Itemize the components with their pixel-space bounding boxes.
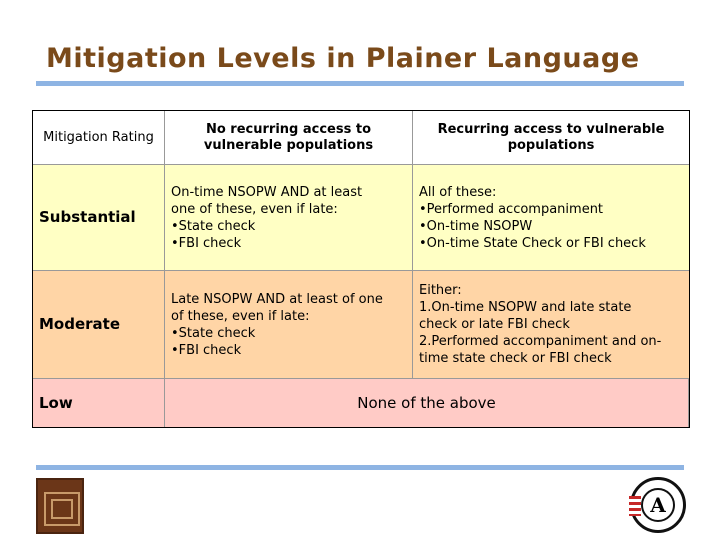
numbered-item: 2.Performed accompaniment and on- <box>419 334 662 349</box>
text-line: Either: <box>419 283 462 298</box>
header-no-recurring-access: No recurring access to vulnerable popula… <box>165 111 413 165</box>
letter-a-icon: A <box>641 488 675 522</box>
americorps-logo: A <box>629 477 686 533</box>
bullet-item: •Performed accompaniment <box>419 201 604 217</box>
flag-stripes-icon <box>629 496 641 516</box>
bullet-item: •On-time State Check or FBI check <box>419 235 646 251</box>
footer-divider <box>36 465 684 470</box>
row-label-substantial: Substantial <box>33 165 165 271</box>
bullet-item: •FBI check <box>171 235 242 251</box>
text-line: All of these: <box>419 184 497 200</box>
text-line: check or late FBI check <box>419 317 570 332</box>
page-title: Mitigation Levels in Plainer Language <box>46 43 640 74</box>
text-line: Late NSOPW AND at least of one <box>171 291 383 307</box>
maze-icon <box>44 492 80 526</box>
bullet-item: •On-time NSOPW <box>419 218 533 234</box>
substantial-no-recurring-cell: On-time NSOPW AND at least one of these,… <box>165 165 413 271</box>
numbered-item: 1.On-time NSOPW and late state <box>419 300 632 315</box>
header-recurring-access: Recurring access to vulnerable populatio… <box>413 111 689 165</box>
header-mitigation-rating: Mitigation Rating <box>33 111 165 165</box>
text-line: time state check or FBI check <box>419 351 612 366</box>
text-line: On-time NSOPW AND at least <box>171 184 363 200</box>
text-line: of these, even if late: <box>171 308 310 324</box>
mitigation-table: Mitigation Rating No recurring access to… <box>32 110 690 428</box>
text-line: one of these, even if late: <box>171 201 338 217</box>
moderate-recurring-cell: Either: 1.On-time NSOPW and late state c… <box>413 271 689 379</box>
row-label-low: Low <box>33 379 165 427</box>
row-label-moderate: Moderate <box>33 271 165 379</box>
bullet-item: •State check <box>171 325 256 341</box>
bullet-item: •FBI check <box>171 342 242 358</box>
substantial-recurring-cell: All of these: •Performed accompaniment •… <box>413 165 689 271</box>
bullet-item: •State check <box>171 218 256 234</box>
low-combined-cell: None of the above <box>165 379 689 427</box>
moderate-no-recurring-cell: Late NSOPW AND at least of one of these,… <box>165 271 413 379</box>
title-divider <box>36 81 684 86</box>
massachusetts-service-alliance-logo <box>36 478 84 534</box>
